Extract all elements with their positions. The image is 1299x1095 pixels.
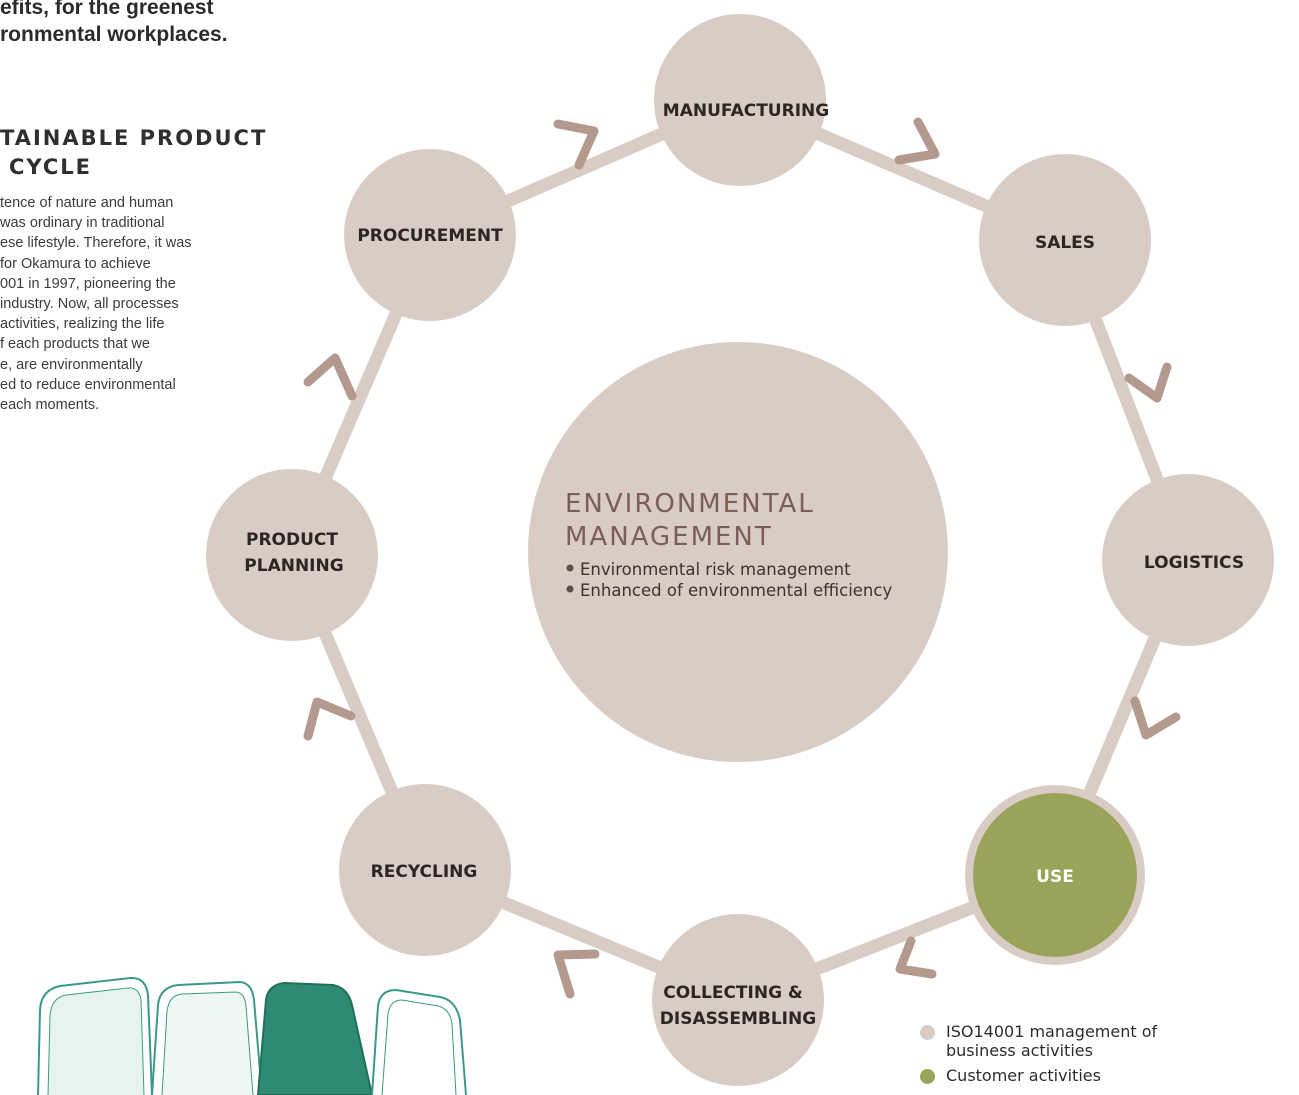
intro-line: for Okamura to achieve (0, 255, 151, 272)
arrow-product-planning-to-procurement (303, 353, 357, 401)
environmental-management-circle (528, 342, 948, 762)
intro-paragraph: tence of nature and human was ordinary i… (0, 193, 260, 415)
label-logistics: LOGISTICS (1144, 553, 1244, 573)
arrow-sales-to-logistics (1124, 362, 1172, 403)
chair-back-inner-1 (47, 987, 145, 1095)
headline-line-1: efits, for the greenest (0, 0, 214, 19)
legend-item-iso: ISO14001 management of business activiti… (920, 1022, 1157, 1060)
chair-back-mesh (256, 981, 374, 1095)
cycle-arrows (303, 117, 1181, 999)
chair-back-inner-4 (381, 999, 457, 1095)
intro-line: tence of nature and human (0, 195, 174, 211)
cycle-nodes (206, 14, 1274, 1086)
center-bullet-2: Enhanced of environmental efficiency (580, 581, 892, 600)
node-manufacturing (654, 14, 826, 186)
arrow-procurement-to-manufacturing (553, 119, 599, 170)
center-title-line-2: MANAGEMENT (565, 522, 773, 552)
intro-line: industry. Now, all processes (0, 296, 179, 313)
label-manufacturing: MANUFACTURING (663, 101, 829, 121)
section-title-line-1: TAINABLE PRODUCT (0, 126, 268, 150)
intro-line: activities, realizing the life (0, 316, 165, 333)
arrow-collecting-to-recycling (553, 949, 600, 999)
chair-back-outline-2 (151, 980, 263, 1095)
chair-back-outline-1 (37, 976, 153, 1095)
node-procurement (344, 149, 516, 321)
label-sales: SALES (1035, 233, 1095, 253)
legend-iso-line-2: business activities (946, 1041, 1093, 1060)
arrow-recycling-to-product-planning (303, 697, 356, 741)
chair-backs-illustration (37, 976, 467, 1095)
label-procurement: PROCUREMENT (357, 226, 503, 246)
arrow-logistics-to-use (1130, 696, 1181, 740)
label-use: USE (1036, 867, 1074, 887)
bullet-dot (566, 585, 574, 593)
node-use (973, 793, 1137, 957)
legend-iso-line-1: ISO14001 management of (946, 1022, 1158, 1041)
bullet-dot (566, 564, 574, 572)
legend-customer-label: Customer activities (946, 1066, 1101, 1085)
intro-line: ese lifestyle. Therefore, it was (0, 235, 192, 252)
label-product-planning-1: PRODUCT (246, 530, 338, 550)
intro-line: e, are environmentally (0, 356, 143, 373)
node-collecting (652, 914, 824, 1086)
node-product-planning (206, 469, 378, 641)
legend-customer-swatch (920, 1069, 935, 1084)
intro-line: f each products that we (0, 336, 150, 353)
center-bullet-1: Environmental risk management (580, 560, 851, 579)
center-title-line-1: ENVIRONMENTAL (565, 489, 815, 519)
center-content: ENVIRONMENTAL MANAGEMENT Environmental r… (565, 489, 892, 600)
label-recycling: RECYCLING (371, 862, 478, 882)
section-title: TAINABLE PRODUCT CYCLE (0, 124, 267, 182)
label-collecting-1: COLLECTING & (663, 983, 803, 1003)
headline: efits, for the greenest ronmental workpl… (0, 0, 228, 48)
arrow-manufacturing-to-sales (894, 117, 940, 165)
intro-line: was ordinary in traditional (0, 215, 165, 232)
legend-item-customer: Customer activities (920, 1066, 1157, 1085)
intro-line: each moments. (0, 397, 100, 414)
legend-iso-swatch (920, 1025, 935, 1040)
label-product-planning-2: PLANNING (244, 556, 343, 576)
node-recycling (339, 784, 511, 956)
section-title-line-2: CYCLE (9, 155, 93, 179)
intro-line: 001 in 1997, pioneering the (0, 275, 176, 292)
node-labels: MANUFACTURING SALES LOGISTICS USE COLLEC… (244, 101, 1244, 1029)
node-sales (979, 154, 1151, 326)
arrow-use-to-collecting (895, 936, 937, 979)
headline-line-2: ronmental workplaces. (0, 23, 228, 46)
node-logistics (1102, 474, 1274, 646)
chair-back-outline-4 (371, 988, 467, 1095)
intro-line: ed to reduce environmental (0, 376, 176, 393)
chair-back-inner-2 (161, 991, 254, 1095)
label-collecting-2: DISASSEMBLING (660, 1009, 816, 1029)
legend: ISO14001 management of business activiti… (920, 1022, 1157, 1091)
